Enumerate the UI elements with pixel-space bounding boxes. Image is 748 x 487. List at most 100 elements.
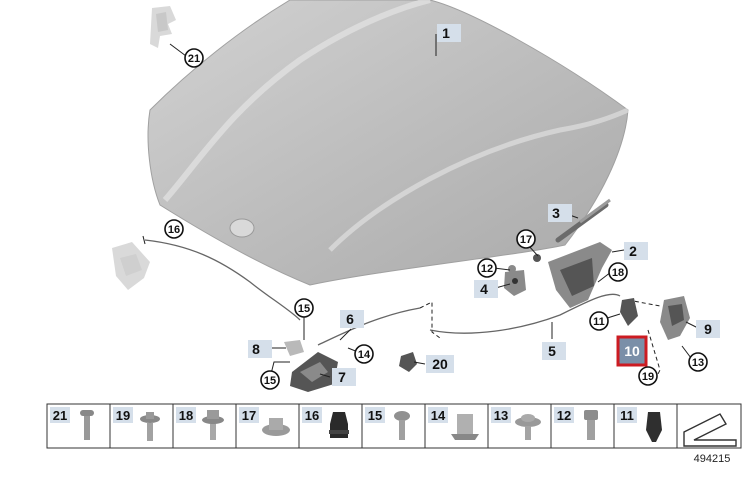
svg-text:7: 7: [338, 369, 346, 385]
strip-label-bg: [302, 407, 322, 423]
callout-15-lower[interactable]: 15: [260, 370, 280, 390]
svg-text:16: 16: [168, 224, 180, 236]
callout-8[interactable]: 8: [248, 340, 272, 358]
strip-label-13: 13: [494, 408, 508, 423]
svg-text:8: 8: [252, 341, 260, 357]
strip-label-bg: [113, 407, 133, 423]
clip-11: [620, 298, 638, 326]
hood-hinge-2: [548, 242, 612, 308]
callout-9[interactable]: 9: [696, 320, 720, 338]
strip-label-16: 16: [305, 408, 319, 423]
nut-17-small: [533, 254, 541, 262]
svg-text:13: 13: [692, 357, 704, 369]
plug-clip-icon: [646, 412, 662, 442]
svg-text:1: 1: [442, 25, 450, 41]
callout-10-highlighted[interactable]: 10: [616, 335, 648, 367]
strip-cell-11[interactable]: 11: [613, 404, 662, 448]
diagram-number: 494215: [694, 453, 731, 465]
callout-19[interactable]: 19: [638, 366, 658, 386]
svg-text:10: 10: [624, 343, 640, 359]
strip-label-bg: [554, 407, 574, 423]
callout-16[interactable]: 16: [164, 219, 184, 239]
strip-label-bg: [176, 407, 196, 423]
callout-7[interactable]: 7: [332, 368, 356, 386]
strip-label-bg: [617, 407, 637, 423]
strip-label-bg: [491, 407, 511, 423]
strip-label-11: 11: [620, 408, 634, 423]
svg-text:15: 15: [298, 303, 310, 315]
strip-cell-13[interactable]: 13: [487, 404, 541, 448]
hood-panel: [147, 0, 630, 286]
callout-13[interactable]: 13: [688, 352, 708, 372]
svg-text:11: 11: [593, 316, 605, 328]
svg-text:4: 4: [480, 281, 488, 297]
lock-9: [660, 296, 690, 340]
callout-21[interactable]: 21: [184, 48, 204, 68]
hinge-bracket-ghost: [150, 6, 176, 48]
strip-cell-15[interactable]: 15: [361, 404, 410, 448]
strip-cell-17[interactable]: 17: [235, 404, 290, 448]
strip-cell-14[interactable]: 14: [424, 404, 479, 448]
strip-label-19: 19: [116, 408, 130, 423]
strip-cell-18[interactable]: 18: [172, 404, 224, 448]
callout-6[interactable]: 6: [340, 310, 364, 328]
strip-cell-19[interactable]: 19: [109, 404, 160, 448]
direction-arrow-icon: [683, 413, 737, 447]
bracket-8: [284, 340, 304, 356]
hood-latch-ghost: [112, 242, 150, 290]
callout-17[interactable]: 17: [516, 229, 536, 249]
strip-label-15: 15: [368, 408, 382, 423]
svg-text:19: 19: [642, 371, 654, 383]
strip-label-14: 14: [431, 408, 446, 423]
strip-label-12: 12: [557, 408, 571, 423]
callout-14[interactable]: 14: [354, 344, 374, 364]
bolt-12-small: [508, 265, 516, 273]
svg-text:9: 9: [704, 321, 712, 337]
strip-label-bg: [239, 407, 259, 423]
strip-label-bg: [365, 407, 385, 423]
strip-cell-21[interactable]: 21: [50, 407, 94, 440]
strip-label-17: 17: [242, 408, 256, 423]
strip-label-18: 18: [179, 408, 193, 423]
strip-label-21: 21: [53, 408, 67, 423]
svg-text:20: 20: [432, 356, 448, 372]
callout-2[interactable]: 2: [624, 242, 648, 260]
callout-4[interactable]: 4: [474, 280, 498, 298]
callout-11[interactable]: 11: [589, 311, 609, 331]
svg-text:14: 14: [358, 349, 371, 361]
bracket-4: [504, 270, 526, 296]
strip-cell-12[interactable]: 12: [550, 404, 598, 448]
phillips-screw-washer-icon: [515, 414, 541, 440]
svg-text:15: 15: [264, 375, 276, 387]
hardware-strip: 21 19 18 17 16 15 14 13 12 11: [46, 403, 742, 449]
svg-text:12: 12: [481, 263, 493, 275]
callout-3[interactable]: 3: [548, 204, 572, 222]
release-cable-16: [144, 239, 301, 321]
svg-text:3: 3: [552, 205, 560, 221]
rubber-buffer-icon: [329, 412, 349, 438]
svg-text:17: 17: [520, 234, 532, 246]
release-cable-6: [317, 307, 421, 346]
svg-text:5: 5: [548, 343, 556, 359]
bolt-icon: [584, 410, 598, 440]
strip-cell-16[interactable]: 16: [298, 404, 349, 448]
hood-lock-7: [290, 352, 338, 392]
hex-flange-bolt-icon: [202, 410, 224, 440]
strip-label-bg: [50, 407, 70, 423]
svg-text:18: 18: [612, 267, 624, 279]
svg-text:6: 6: [346, 311, 354, 327]
gas-strut-3: [555, 198, 611, 243]
screw-long-icon: [80, 410, 94, 440]
callout-20[interactable]: 20: [426, 355, 454, 373]
torx-screw-icon: [394, 411, 410, 440]
clip-nut-icon: [451, 414, 479, 440]
callout-15-upper[interactable]: 15: [294, 298, 314, 318]
strip-label-bg: [428, 407, 448, 423]
callout-12[interactable]: 12: [477, 258, 497, 278]
svg-text:2: 2: [629, 243, 637, 259]
flange-screw-icon: [140, 412, 160, 441]
callout-18[interactable]: 18: [608, 262, 628, 282]
callout-5[interactable]: 5: [542, 342, 566, 360]
callout-1[interactable]: 1: [437, 24, 461, 42]
